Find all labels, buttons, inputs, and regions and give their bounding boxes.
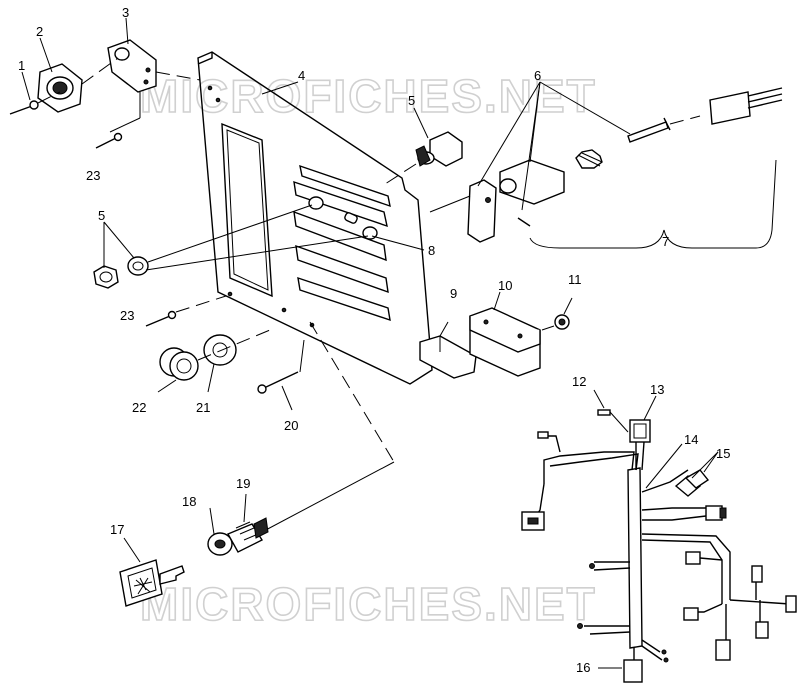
callout-16: 16 bbox=[576, 660, 590, 675]
grommet-part-2 bbox=[37, 63, 83, 113]
key-switch-part-19 bbox=[235, 493, 269, 541]
leader-part-1 bbox=[21, 71, 31, 101]
nut-washer-part-5 bbox=[93, 204, 369, 289]
leader-part-8 bbox=[371, 235, 425, 251]
washer-part-21 bbox=[203, 334, 237, 393]
watermark-bottom: MICROFICHES.NET bbox=[140, 578, 597, 630]
callout-23-middle: 23 bbox=[120, 308, 134, 323]
bracket-part-3 bbox=[81, 39, 201, 133]
leader-part-5-top bbox=[413, 107, 429, 139]
key-part-17 bbox=[119, 537, 185, 607]
callout-4: 4 bbox=[298, 68, 305, 83]
callout-20: 20 bbox=[284, 418, 298, 433]
callout-13: 13 bbox=[650, 382, 664, 397]
callout-8: 8 bbox=[428, 243, 435, 258]
callout-21: 21 bbox=[196, 400, 210, 415]
pad-part-9 bbox=[419, 321, 477, 379]
callout-3: 3 bbox=[122, 5, 129, 20]
callout-7: 7 bbox=[662, 234, 669, 249]
bolt-part-20 bbox=[257, 339, 305, 411]
callout-2: 2 bbox=[36, 24, 43, 39]
knob-assembly-part-6 bbox=[429, 81, 783, 243]
watermark-top: MICROFICHES.NET bbox=[140, 70, 597, 122]
callout-5-left: 5 bbox=[98, 208, 105, 223]
wiring-harness bbox=[521, 389, 797, 683]
key-switch-part-18 bbox=[207, 507, 264, 556]
callout-11: 11 bbox=[568, 272, 582, 287]
leader-part-3 bbox=[125, 17, 129, 45]
nut-part-22 bbox=[157, 329, 271, 393]
callout-9: 9 bbox=[450, 286, 457, 301]
screw-part-1 bbox=[9, 91, 61, 115]
callout-15: 15 bbox=[716, 446, 730, 461]
leader-part-2 bbox=[39, 37, 53, 73]
leader-part-5-left-b bbox=[103, 221, 135, 259]
callout-23-top: 23 bbox=[86, 168, 100, 183]
callout-1: 1 bbox=[18, 58, 25, 73]
callout-10: 10 bbox=[498, 278, 512, 293]
bracket-part-10 bbox=[469, 291, 541, 377]
callout-19: 19 bbox=[236, 476, 250, 491]
toggle-switch-part-5 bbox=[381, 131, 463, 187]
callout-17: 17 bbox=[110, 522, 124, 537]
brace-part-7 bbox=[529, 159, 777, 249]
key-switch-leader bbox=[261, 461, 395, 533]
screw-part-23-middle bbox=[145, 295, 227, 327]
callout-14: 14 bbox=[684, 432, 698, 447]
callout-5-top: 5 bbox=[408, 93, 415, 108]
callout-18: 18 bbox=[182, 494, 196, 509]
callout-22: 22 bbox=[132, 400, 146, 415]
callout-12: 12 bbox=[572, 374, 586, 389]
screw-part-23-top bbox=[95, 132, 123, 149]
leader-part-4 bbox=[261, 81, 299, 95]
assembly-line-key-switch bbox=[309, 321, 395, 463]
nut-part-11 bbox=[541, 297, 573, 331]
callout-6: 6 bbox=[534, 68, 541, 83]
